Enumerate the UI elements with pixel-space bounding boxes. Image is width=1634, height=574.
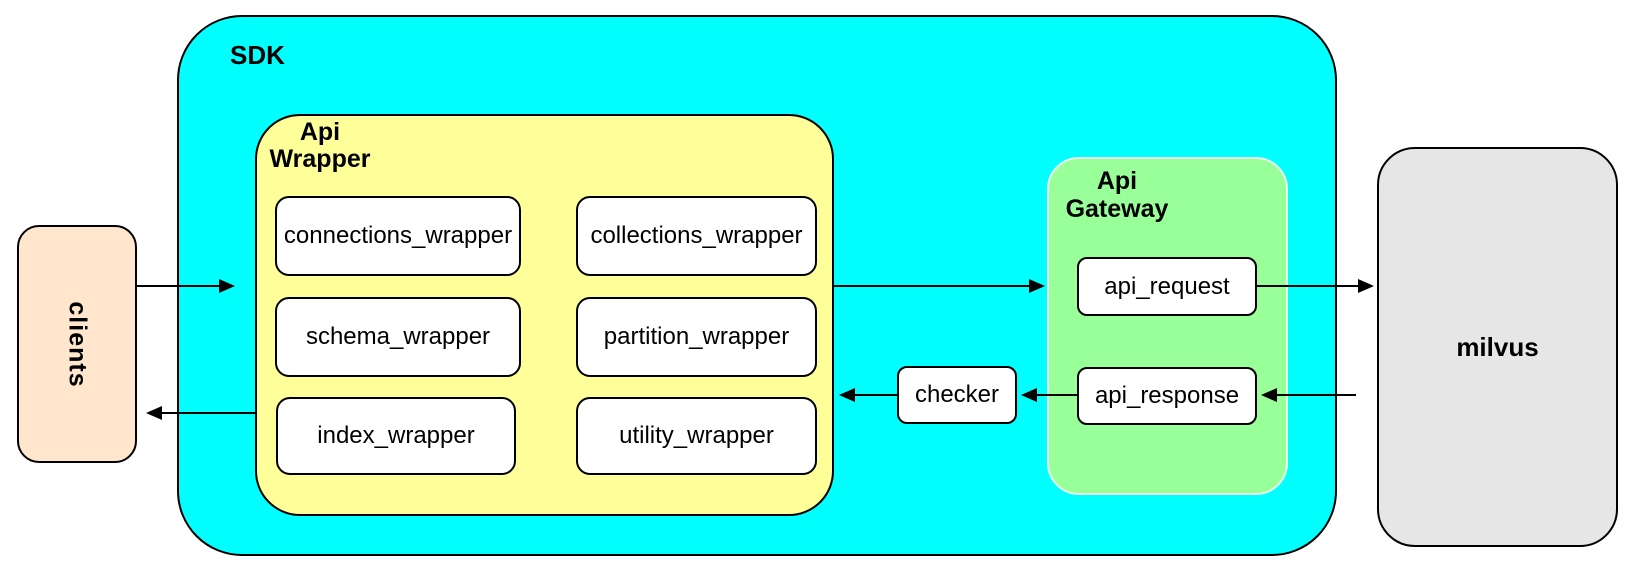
milvus-node: milvus	[1377, 147, 1618, 547]
api-wrapper-label-line2: Wrapper	[269, 145, 371, 173]
arrow-response-to-checker-line	[1036, 394, 1078, 396]
arrow-clients-to-sdk-head	[219, 279, 235, 293]
api-gateway-container	[1047, 157, 1288, 495]
api-wrapper-label: Api Wrapper	[256, 119, 384, 173]
schema-wrapper-node: schema_wrapper	[275, 297, 521, 377]
utility-wrapper-label: utility_wrapper	[619, 422, 774, 449]
api-gateway-label: Api Gateway	[1046, 167, 1188, 223]
partition-wrapper-node: partition_wrapper	[576, 297, 817, 377]
index-wrapper-label: index_wrapper	[317, 422, 475, 449]
api-gateway-label-line2: Gateway	[1065, 195, 1169, 223]
checker-label: checker	[914, 381, 1000, 408]
milvus-label: milvus	[1456, 331, 1539, 362]
sdk-label: SDK	[230, 40, 285, 70]
index-wrapper-node: index_wrapper	[276, 397, 516, 475]
arrow-sdk-to-clients-head	[146, 406, 162, 420]
arrow-wrapper-to-gateway-head	[1029, 279, 1045, 293]
collections-wrapper-label: collections_wrapper	[590, 222, 803, 249]
api-wrapper-label-line1: Api	[299, 118, 341, 146]
arrow-request-to-milvus-line	[1257, 285, 1359, 287]
api-request-node: api_request	[1077, 257, 1257, 316]
arrow-clients-to-sdk-line	[137, 285, 220, 287]
arrow-wrapper-to-gateway-line	[834, 285, 1030, 287]
api-response-label: api_response	[1094, 382, 1240, 409]
partition-wrapper-label: partition_wrapper	[603, 323, 790, 350]
api-response-node: api_response	[1077, 367, 1257, 425]
utility-wrapper-node: utility_wrapper	[576, 397, 817, 475]
collections-wrapper-node: collections_wrapper	[576, 196, 817, 276]
api-request-label: api_request	[1104, 272, 1230, 300]
clients-node: clients	[17, 225, 137, 463]
connections-wrapper-label: connections_wrapper	[283, 222, 513, 249]
arrow-request-to-milvus-head	[1358, 279, 1374, 293]
api-gateway-label-line1: Api	[1096, 167, 1138, 195]
arrow-milvus-to-response-line	[1276, 394, 1356, 396]
connections-wrapper-node: connections_wrapper	[275, 196, 521, 276]
arrow-checker-to-wrapper-line	[854, 394, 898, 396]
arrow-sdk-to-clients-line	[160, 412, 256, 414]
schema-wrapper-label: schema_wrapper	[305, 323, 491, 350]
checker-node: checker	[897, 366, 1017, 424]
arrow-checker-to-wrapper-head	[839, 388, 855, 402]
arrow-milvus-to-response-head	[1261, 388, 1277, 402]
clients-label: clients	[63, 300, 92, 388]
arrow-response-to-checker-head	[1021, 388, 1037, 402]
